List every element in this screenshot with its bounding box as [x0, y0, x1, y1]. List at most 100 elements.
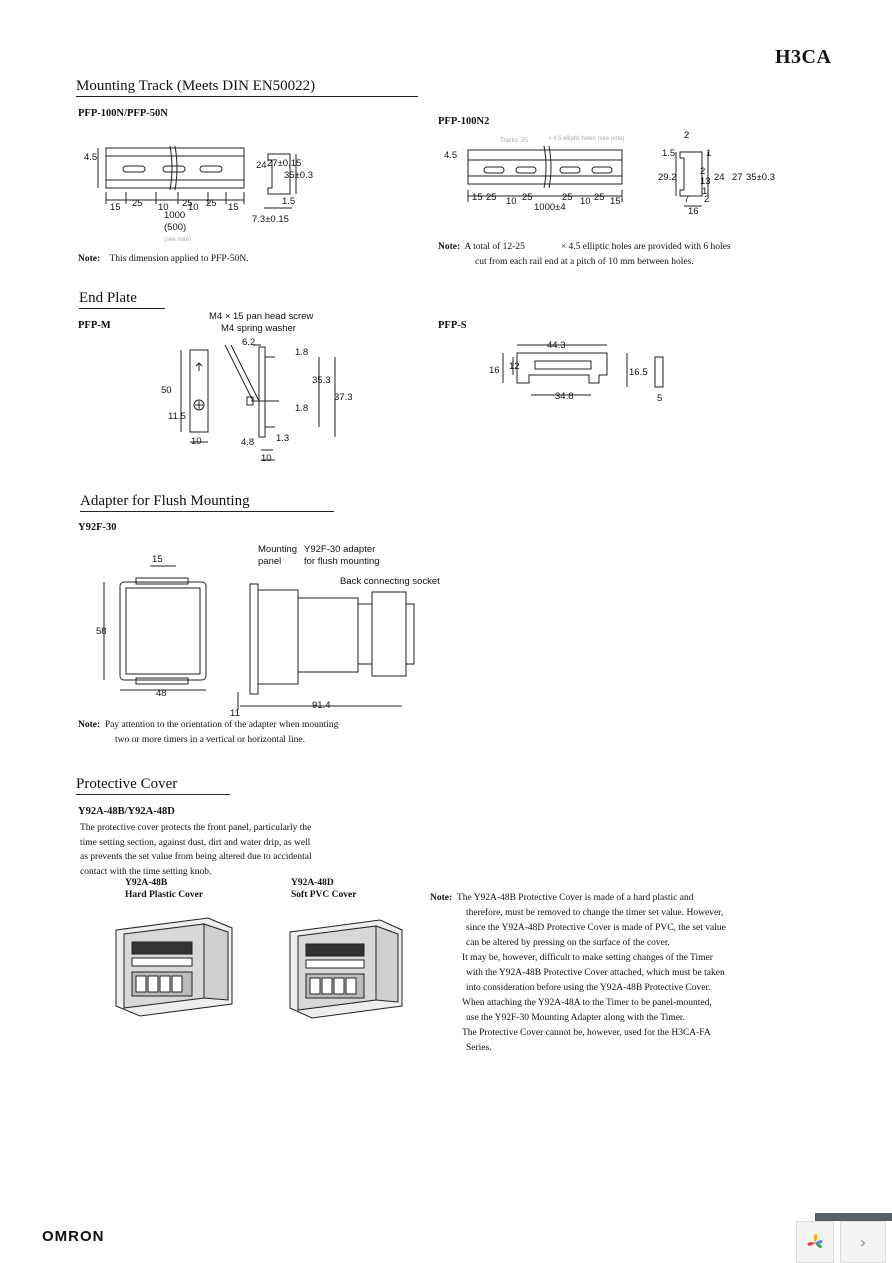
callout-y92f30-adapter: Y92F-30 adapter — [304, 544, 375, 555]
pfp-100n-drawing: 4.5 27±0.15 24 35±0.3 1.5 15 25 10 25 10… — [84, 145, 313, 243]
viewer-toolbar — [815, 1213, 892, 1221]
dimm-6-2: 6.2 — [242, 337, 255, 348]
dim-15a: 15 — [110, 202, 121, 213]
note2-line1b: × 4.5 elliptic holes are provided with 6… — [560, 242, 731, 252]
callout-m4-washer: M4 spring washer — [221, 323, 296, 334]
dim2-2a: 2 — [684, 130, 689, 141]
dimm-1-8a: 1.8 — [295, 347, 308, 358]
note-pfp-100n2: Note: A total of 12-25× 4.5 elliptic hol… — [438, 240, 818, 270]
dim-35: 35±0.3 — [284, 170, 313, 181]
note2-line2: cut from each rail end at a pitch of 10 … — [475, 257, 694, 267]
dimm-10a: 10 — [191, 436, 202, 447]
dim2-35: 35±0.3 — [746, 172, 775, 183]
note-pfp-50n: Note: This dimension applied to PFP-50N. — [78, 252, 249, 267]
cover-desc-line: The protective cover protects the front … — [80, 823, 312, 833]
section-title-adapter: Adapter for Flush Mounting — [80, 493, 334, 512]
dim-25b: 25 — [206, 198, 217, 209]
dim-4-5: 4.5 — [84, 152, 97, 163]
section-title-end-plate: End Plate — [79, 290, 165, 309]
dimm-10b: 10 — [261, 453, 272, 464]
dim2-1b: 1 — [702, 186, 707, 197]
note3-line2: two or more timers in a vertical or hori… — [115, 735, 305, 745]
pfp-s-drawing: 44.3 16 12 16.5 34.8 5 — [489, 340, 664, 404]
pfp-m-drawing: M4 × 15 pan head screw M4 spring washer … — [161, 311, 353, 464]
note4-label: Note: — [430, 893, 453, 903]
callout-panel: panel — [258, 556, 281, 567]
note4-line: into consideration before using the Y92A… — [466, 983, 711, 993]
section-title-protective-cover: Protective Cover — [76, 776, 230, 795]
dimm-11-5: 11.5 — [168, 411, 186, 422]
dim2-1000: 1000±4 — [534, 202, 566, 213]
cover1-name: Hard Plastic Cover — [125, 890, 204, 900]
hard-plastic-cover-illustration — [115, 917, 233, 1017]
dim2-10b: 10 — [580, 196, 591, 207]
note3-line1: Pay attention to the orientation of the … — [104, 720, 339, 730]
dims-16: 16 — [489, 365, 500, 376]
note-label: Note: — [78, 254, 101, 264]
note4-line: use the Y92F-30 Mounting Adapter along w… — [466, 1013, 685, 1023]
note4-line: since the Y92A-48D Protective Cover is m… — [466, 923, 726, 933]
faint-see-note: (see note) — [164, 237, 191, 243]
dim-7-3: 7.3±0.15 — [252, 214, 289, 225]
note4-line: The Y92A-48B Protective Cover is made of… — [456, 893, 694, 903]
dima-91-4: 91.4 — [312, 700, 331, 711]
note4-line: with the Y92A-48B Protective Cover attac… — [466, 968, 725, 978]
dimm-1-3: 1.3 — [276, 433, 289, 444]
dim2-2c: 2 — [704, 194, 709, 205]
dima-11: 11 — [230, 708, 240, 718]
dim-25a: 25 — [132, 198, 143, 209]
dim-500: (500) — [164, 222, 186, 233]
dim2-13: 13 — [700, 176, 711, 187]
dims-5: 5 — [657, 393, 662, 404]
dimm-37-3: 37.3 — [334, 392, 353, 403]
dimm-35-3: 35.3 — [312, 375, 331, 386]
dima-58: 58 — [96, 626, 107, 637]
note4-line: therefore, must be removed to change the… — [466, 908, 724, 918]
dimm-50: 50 — [161, 385, 172, 396]
dim2-2b: 2 — [700, 166, 705, 177]
part-label-pfp-m: PFP-M — [78, 320, 111, 331]
dim2-24: 24 — [714, 172, 725, 183]
dimm-1-8b: 1.8 — [295, 403, 308, 414]
viewer-app-button[interactable] — [796, 1221, 834, 1263]
dim2-1-5: 1.5 — [662, 148, 675, 159]
dim2-7: 7 — [684, 194, 689, 205]
dima-48: 48 — [156, 688, 167, 699]
dim2-29-2: 29.2 — [658, 172, 677, 183]
part-label-pfp-s: PFP-S — [438, 320, 467, 331]
next-page-button[interactable]: › — [840, 1221, 886, 1263]
petal-logo-icon — [807, 1234, 823, 1248]
dim-1-5: 1.5 — [282, 196, 295, 207]
note2-label: Note: — [438, 242, 461, 252]
dim2-25d: 25 — [594, 192, 605, 203]
note4-line: When attaching the Y92A-48A to the Timer… — [462, 998, 712, 1008]
section-title-mounting-track: Mounting Track (Meets DIN EN50022) — [76, 78, 418, 97]
dim-1000: 1000 — [164, 210, 185, 221]
faint-tracks-2: Tracks: 25 — [500, 138, 528, 144]
part-label-y92a: Y92A-48B/Y92A-48D — [78, 806, 175, 817]
dims-44-3: 44.3 — [547, 340, 566, 351]
omron-logo: OMRON — [42, 1228, 105, 1245]
dims-16-5: 16.5 — [629, 367, 648, 378]
cover-desc-line: as prevents the set value from being alt… — [80, 852, 312, 862]
callout-flush: for flush mounting — [304, 556, 380, 567]
dim2-25a: 25 — [486, 192, 497, 203]
cover1-model: Y92A-48B — [125, 878, 168, 888]
dim-10a: 10 — [158, 202, 169, 213]
note4-line: The Protective Cover cannot be, however,… — [462, 1028, 711, 1038]
dim-25c: 25 — [182, 198, 193, 209]
note4-line: Series. — [466, 1043, 492, 1053]
dims-12: 12 — [509, 361, 520, 372]
cover2-model: Y92A-48D — [291, 878, 334, 888]
dim2-25c: 25 — [562, 192, 573, 203]
faint-elliptic: × 4.5 elliptic holes (see note) — [548, 136, 625, 142]
chevron-right-icon: › — [859, 1232, 867, 1252]
callout-mounting: Mounting — [258, 544, 297, 555]
dim2-1a: 1 — [706, 148, 711, 159]
dim-10b: 10 — [188, 202, 199, 213]
pfp-100n2-drawing: Tracks: 25 Tracks: 25 × 4.5 elliptic hol… — [444, 130, 775, 217]
soft-pvc-cover-illustration — [289, 919, 403, 1019]
dim2-4-5: 4.5 — [444, 150, 457, 161]
note4-line: It may be, however, difficult to make se… — [462, 953, 713, 963]
dim-27: 27±0.15 — [267, 158, 301, 169]
